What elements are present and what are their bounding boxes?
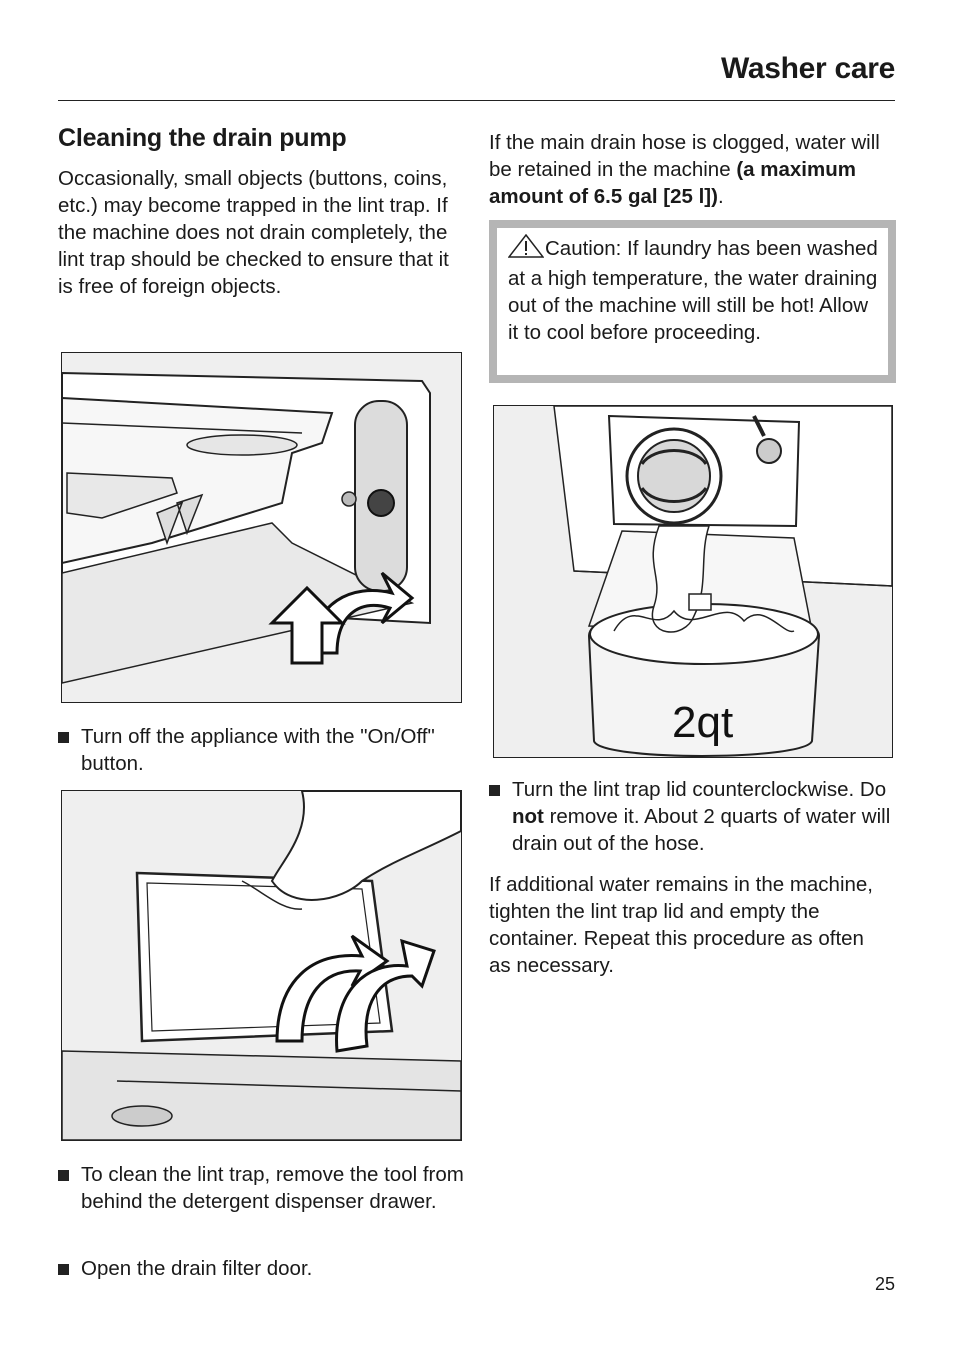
intro-paragraph: Occasionally, small objects (buttons, co…	[58, 167, 449, 298]
figure-remove-tool	[61, 352, 462, 703]
drain-door-illustration	[62, 791, 461, 1140]
drawer-tool-illustration	[62, 353, 461, 702]
instruction-turn-lid: Turn the lint trap lid counterclockwise.…	[489, 776, 922, 857]
right-intro: If the main drain hose is clogged, water…	[489, 129, 899, 210]
page-number: 25	[874, 1274, 895, 1294]
clogged-hose-paragraph: If the main drain hose is clogged, water…	[489, 131, 880, 208]
page-header-title: Washer care	[720, 52, 895, 85]
instruction-open-door: Open the drain filter door.	[58, 1255, 483, 1282]
header-divider	[58, 100, 895, 101]
instruction-turn-off: Turn off the appliance with the "On/Off"…	[58, 723, 481, 777]
figure-2qt-label: 2qt	[672, 698, 733, 747]
warning-triangle-icon	[507, 233, 545, 265]
caution-text: Caution: If laundry has been washed at a…	[508, 237, 878, 344]
instruction-remove-tool: To clean the lint trap, remove the tool …	[58, 1161, 483, 1215]
figure-drain-water: 2qt	[493, 405, 893, 758]
figure-open-door	[61, 790, 462, 1141]
caution-box: Caution: If laundry has been washed at a…	[489, 220, 896, 383]
section-title: Cleaning the drain pump	[58, 124, 347, 152]
drain-water-illustration: 2qt	[494, 406, 892, 757]
left-column: Cleaning the drain pump Occasionally, sm…	[58, 124, 462, 300]
repeat-procedure-paragraph: If additional water remains in the machi…	[489, 873, 874, 977]
